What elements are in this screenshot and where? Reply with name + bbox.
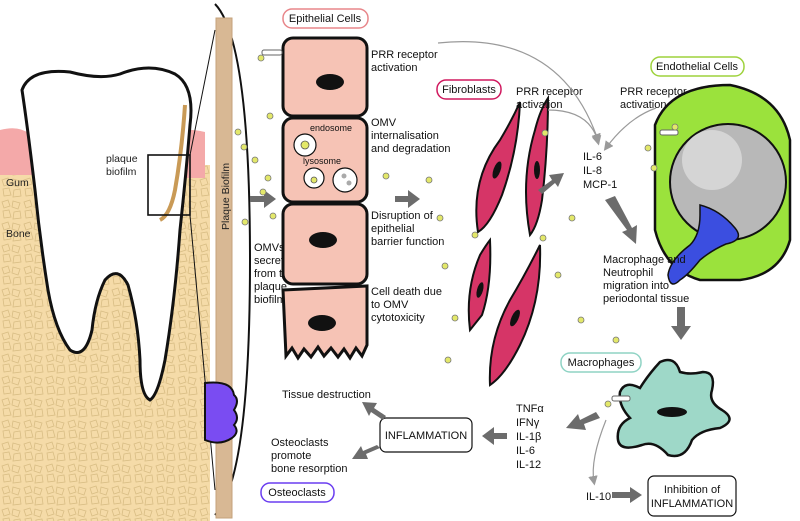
svg-text:IL-1β: IL-1β [516,431,541,443]
svg-text:Osteoclasts: Osteoclasts [268,487,326,499]
disruption-line-1: Disruption of [371,210,434,222]
osteoclast-cell [204,381,238,444]
plaque-label-1: plaque [106,153,138,165]
inflammation-box [379,417,473,453]
cytokine1-mcp1: MCP-1 [583,179,617,191]
cytokines-2: TNFα IFNγ IL-1β IL-6 IL-12 [516,403,544,471]
tooth [20,66,193,402]
omv-internal-line-2: internalisation [371,130,439,142]
macrophage-receptor [611,395,631,402]
cell-death-line-1: Cell death due [371,286,442,298]
endothelial-cells [653,83,792,285]
epithelial-cells-badge: Epithelial Cells [282,8,369,29]
svg-text:periodontal tissue: periodontal tissue [603,293,689,305]
flow-arrows [250,173,691,503]
svg-text:Osteoclasts: Osteoclasts [271,437,329,449]
prr-endothelial-line-1: PRR receptor [620,86,687,98]
disruption-line-2: epithelial [371,223,414,235]
inhibition-box [647,475,737,517]
osteoclasts-badge: Osteoclasts [260,482,335,503]
svg-text:Endothelial Cells: Endothelial Cells [656,61,738,73]
svg-text:plaque: plaque [254,281,287,293]
svg-text:Macrophages: Macrophages [568,357,635,369]
thin-arrows [437,41,657,486]
svg-text:Fibroblasts: Fibroblasts [442,84,496,96]
migration-text: Macrophage and Neutrophil migration into… [603,254,689,305]
cytokine1-il8: IL-8 [583,165,602,177]
prr-epithelial-line-1: PRR receptor [371,49,438,61]
macrophages-badge: Macrophages [560,352,642,373]
inhibition-line-1: Inhibition of [664,484,721,496]
svg-text:Macrophage and: Macrophage and [603,254,686,266]
prr-fibroblast-line-1: PRR receptor [516,86,583,98]
cytokine1-il6: IL-6 [583,151,602,163]
svg-text:IFNγ: IFNγ [516,417,540,429]
epithelial-cells: endosome lysosome [261,36,369,361]
inflammation-label: INFLAMMATION [385,430,467,442]
svg-text:Neutrophil: Neutrophil [603,267,653,279]
fibroblasts-badge: Fibroblasts [436,79,502,100]
cell-death-line-3: cytotoxicity [371,312,425,324]
svg-text:IL-12: IL-12 [516,459,541,471]
svg-text:IL-6: IL-6 [516,445,535,457]
tooth-region: Gum Bone plaque biofilm [0,29,216,521]
fibroblast-cells [467,94,550,387]
bone-label: Bone [6,228,31,240]
inhibition-line-2: INFLAMMATION [651,498,733,510]
svg-text:bone resorption: bone resorption [271,463,347,475]
svg-text:migration into: migration into [603,280,669,292]
zoom-line-top [189,29,216,156]
disruption-line-3: barrier function [371,236,444,248]
prr-endothelial-line-2: activation [620,99,666,111]
svg-text:promote: promote [271,450,311,462]
lysosome-label: lysosome [303,156,341,166]
zoom-bracket [214,3,252,516]
fibroblast-nuclei [476,161,540,327]
zoom-line-bottom [189,214,216,491]
cell-death-line-2: to OMV [371,299,409,311]
gum-label: Gum [6,177,29,189]
osteoclast-effect-text: Osteoclasts promote bone resorption [271,437,347,475]
plaque-zoom-box [147,154,191,216]
plaque-biofilm-vertical-label: Plaque Biofilm [220,163,232,230]
endothelial-cells-badge: Endothelial Cells [650,56,745,77]
omv-internal-line-3: and degradation [371,143,451,155]
tissue-destruction-label: Tissue destruction [282,389,371,401]
macrophage-nucleus [657,407,687,417]
svg-text:biofilm: biofilm [254,294,286,306]
svg-text:TNFα: TNFα [516,403,544,415]
svg-text:Epithelial Cells: Epithelial Cells [289,13,362,25]
prr-fibroblast-line-2: activation [516,99,562,111]
omv-internal-line-1: OMV [371,117,397,129]
prr-epithelial-line-2: activation [371,62,417,74]
il10-label: IL-10 [586,491,611,503]
plaque-label-2: biofilm [106,166,137,178]
endosome-label: endosome [310,123,352,133]
